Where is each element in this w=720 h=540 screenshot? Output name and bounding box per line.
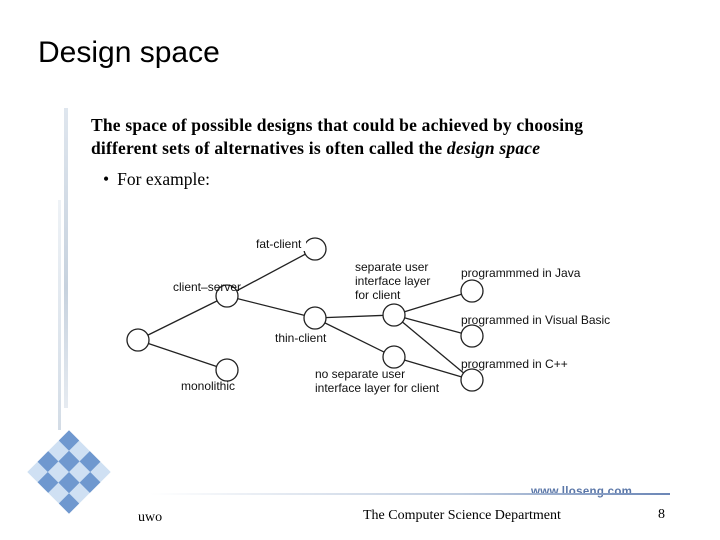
footer-department: The Computer Science Department xyxy=(363,508,561,523)
node-client-server xyxy=(215,284,239,308)
node-root xyxy=(126,328,150,352)
label-separate-line-3: for client xyxy=(355,288,401,302)
node-separate-ui xyxy=(382,303,406,327)
label-fat-client: fat-client xyxy=(256,237,302,251)
label-monolithic: monolithic xyxy=(181,379,235,393)
checkered-logo-icon xyxy=(25,430,113,515)
node-thin-client xyxy=(303,306,327,330)
label-thin-client: thin-client xyxy=(275,331,327,345)
edge-separate-java xyxy=(393,290,473,316)
edge-separate-cpp xyxy=(393,314,473,381)
footer-divider xyxy=(150,493,670,495)
decorative-rule xyxy=(64,108,68,408)
tree-labels: fat-client client–server thin-client mon… xyxy=(173,236,610,395)
tree-nodes xyxy=(126,237,484,392)
label-java: programmmed in Java xyxy=(461,266,581,280)
label-cpp: programmed in C++ xyxy=(461,357,568,371)
node-java xyxy=(460,279,484,303)
label-visual-basic: programmed in Visual Basic xyxy=(461,313,610,327)
label-no-separate-line-1: no separate user xyxy=(315,367,405,381)
intro-line-2-prefix: different sets of alternatives is often … xyxy=(91,138,447,158)
label-separate-line-1: separate user xyxy=(355,260,428,274)
label-no-separate-line-2: interface layer for client xyxy=(315,381,440,395)
design-space-term: design space xyxy=(446,138,541,158)
intro-line-1: The space of possible designs that could… xyxy=(91,115,584,135)
footer-institution: uwo xyxy=(138,510,163,525)
intro-line-2: different sets of alternatives is often … xyxy=(91,137,691,160)
page-number: 8 xyxy=(658,507,665,522)
bullet-dot-icon: • xyxy=(103,169,110,189)
label-client-server: client–server xyxy=(173,280,241,294)
node-no-separate-ui xyxy=(382,345,406,369)
fat-client-label-bg xyxy=(256,236,306,251)
edge-thinclient-noseparate xyxy=(314,317,395,358)
slide-title: Design space xyxy=(38,36,220,69)
bullet-text: For example: xyxy=(117,169,210,189)
tree-edges xyxy=(137,248,473,381)
edge-clientserver-fatclient xyxy=(226,248,316,297)
node-visual-basic xyxy=(460,324,484,348)
edge-root-monolithic xyxy=(137,339,228,371)
edge-noseparate-cpp xyxy=(393,356,473,381)
footer-url: www.lloseng.com xyxy=(531,486,633,498)
edge-clientserver-thinclient xyxy=(226,295,316,319)
edge-root-clientserver xyxy=(137,295,228,341)
decorative-rule-secondary xyxy=(58,200,61,430)
intro-text: The space of possible designs that could… xyxy=(91,114,691,160)
label-separate-line-2: interface layer xyxy=(355,274,430,288)
node-cpp xyxy=(460,368,484,392)
node-fat-client xyxy=(303,237,327,261)
bullet-item: • For example: xyxy=(103,168,210,190)
node-monolithic xyxy=(215,358,239,382)
edge-thinclient-separate xyxy=(314,314,395,319)
edge-separate-vb xyxy=(393,314,473,337)
